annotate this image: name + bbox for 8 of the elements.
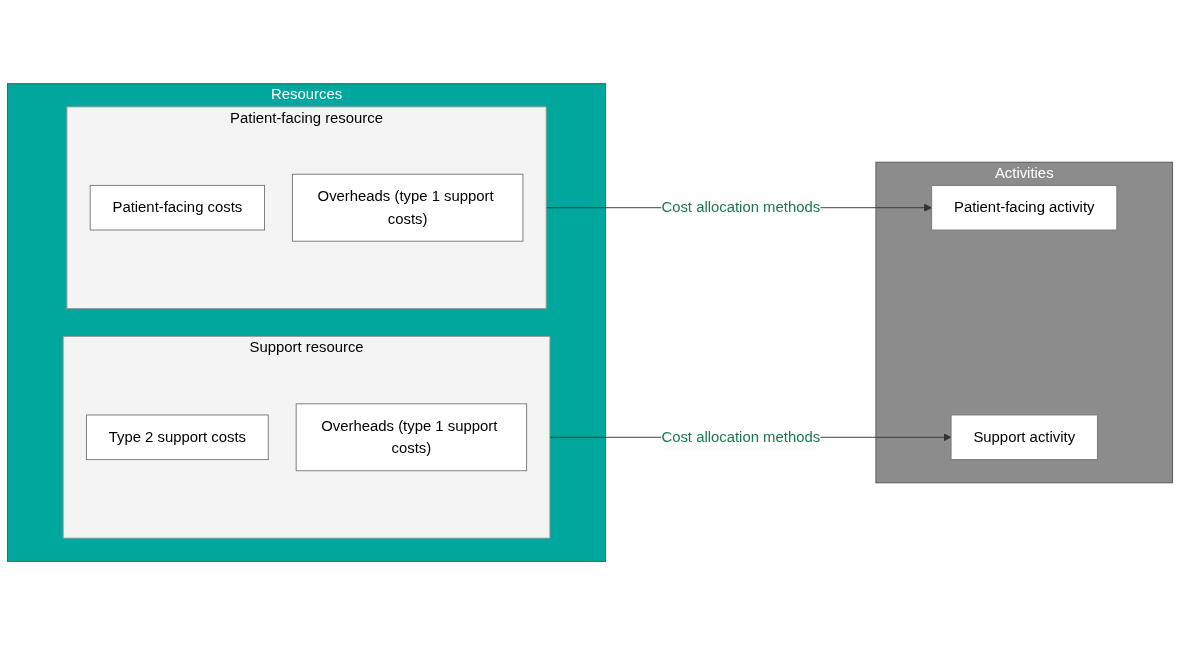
node-box: Type 2 support costs — [85, 414, 269, 461]
edge-label: Cost allocation methods — [661, 428, 821, 445]
node-box: Overheads (type 1 support costs) — [295, 403, 528, 472]
node-box: Support activity — [950, 414, 1098, 461]
node-box: Patient-facing activity — [931, 184, 1118, 231]
edge-label: Cost allocation methods — [661, 199, 821, 216]
node-box: Overheads (type 1 support costs) — [291, 173, 524, 242]
node-box: Patient-facing costs — [89, 184, 265, 231]
